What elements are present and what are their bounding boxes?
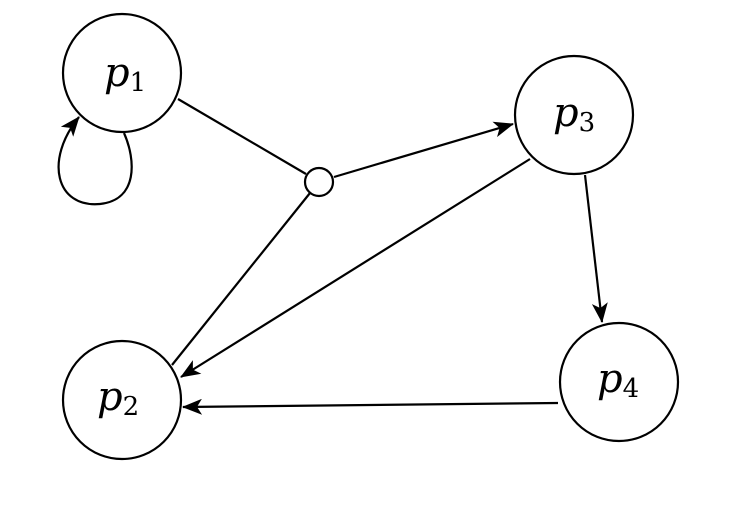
edge-p3-p4 — [583, 174, 608, 323]
node-p1: p1 — [61, 12, 183, 134]
node-p1-circle — [61, 12, 183, 134]
node-p1-label: p1 — [104, 50, 146, 98]
node-p2-circle — [61, 339, 183, 461]
node-p3-circle — [513, 54, 635, 176]
edge-p3-p2 — [180, 158, 531, 378]
node-p4: p4 — [558, 321, 680, 443]
junction-node — [303, 166, 335, 198]
node-p2-label: p2 — [97, 374, 139, 422]
node-p4-label: p4 — [597, 356, 639, 404]
edge-p1-junction — [177, 98, 307, 175]
node-p4-circle — [558, 321, 680, 443]
edge-p1-self-loop — [57, 116, 133, 206]
edge-p4-p2 — [182, 398, 559, 415]
node-p3: p3 — [513, 54, 635, 176]
edge-junction-p2 — [171, 192, 311, 366]
node-p2: p2 — [61, 339, 183, 461]
edge-junction-p3 — [333, 121, 514, 179]
node-p3-label: p3 — [553, 90, 595, 138]
